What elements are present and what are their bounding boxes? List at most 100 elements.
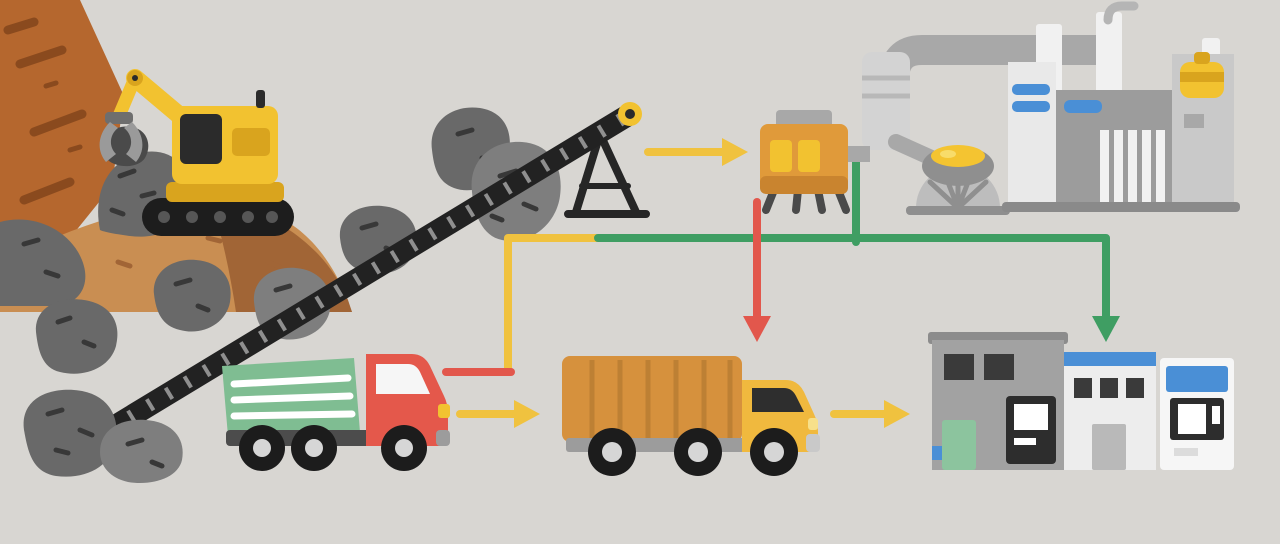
cargo-box	[562, 356, 742, 442]
crusher-hopper	[760, 110, 850, 214]
cylinder-bands	[862, 75, 910, 99]
grille-bar	[1100, 130, 1109, 202]
vending-machine	[1160, 358, 1234, 470]
cab-window	[752, 388, 804, 412]
boulder	[0, 219, 86, 306]
boulder	[35, 299, 118, 374]
store-door-green	[942, 420, 976, 470]
store-window	[1074, 378, 1092, 398]
excavator-base	[166, 182, 284, 202]
arrowhead-down-icon	[1092, 316, 1120, 342]
crusher-intake	[776, 110, 832, 128]
awning-window	[1012, 84, 1050, 95]
furnace-stand-spokes	[927, 165, 989, 211]
wheels	[239, 425, 427, 471]
storage-tank-cap	[1194, 52, 1210, 64]
track-roller	[158, 211, 170, 223]
wheel-hub	[253, 439, 271, 457]
boulder-speckles	[55, 315, 97, 349]
flow-crusher-to-cargo-truck	[743, 198, 771, 342]
arrowhead-right-icon	[884, 400, 910, 428]
flow-dump-truck-to-cargo-truck	[456, 400, 540, 428]
front-bumper	[436, 430, 450, 446]
arrowhead-right-icon	[722, 138, 748, 166]
boulder-field-front	[23, 389, 183, 484]
cliff-speckles	[43, 80, 83, 153]
conveyor-belt	[81, 103, 641, 451]
crusher-base-band	[760, 176, 848, 194]
cliff-strata-lines	[3, 17, 87, 205]
excavator-window	[180, 114, 222, 164]
furnace-base-bar	[906, 206, 1010, 215]
boulder-speckles	[21, 237, 61, 279]
store-window	[1100, 378, 1118, 398]
quarry-cliff	[0, 0, 124, 276]
wheel-hub	[602, 442, 622, 462]
factory-left-block	[1008, 62, 1056, 206]
factory-chimney	[1096, 12, 1122, 104]
vending-display	[1178, 404, 1206, 434]
grille-bar	[1142, 130, 1151, 202]
crusher-legs	[762, 186, 850, 214]
store-building-white	[1064, 352, 1156, 470]
track-roller	[214, 211, 226, 223]
molten-highlight	[940, 150, 956, 158]
wheel-hub	[688, 442, 708, 462]
track-roller	[266, 211, 278, 223]
factory-base	[1002, 202, 1240, 212]
flow-crusher-to-dump-truck	[442, 234, 606, 376]
boulder	[23, 389, 117, 477]
wheel-hub	[305, 439, 323, 457]
grille-bar	[1128, 130, 1137, 202]
headlight	[808, 418, 818, 430]
boom-joint-pin	[132, 75, 138, 81]
flow-line-yellow	[504, 234, 606, 376]
vending-sign-panel	[1166, 366, 1228, 392]
excavator	[99, 69, 294, 236]
flow-cargo-truck-to-stores	[830, 400, 910, 428]
grille-bar	[1114, 130, 1123, 202]
exhaust-pipe	[256, 90, 265, 108]
grapple-hinge	[105, 112, 133, 124]
molten-metal	[931, 145, 985, 167]
cargo-box-planks	[589, 360, 733, 438]
flow-line-green	[594, 156, 1110, 320]
cargo-truck	[562, 356, 820, 476]
grille-bar	[1156, 130, 1165, 202]
factory-blue-window	[1064, 100, 1102, 113]
track-roller	[186, 211, 198, 223]
processing-factory	[1002, 1, 1240, 212]
flow-conveyor-to-crusher	[644, 138, 748, 166]
wheel-hub	[395, 439, 413, 457]
track-rollers	[158, 211, 278, 223]
store-window	[984, 354, 1014, 380]
chimney-elbow-pipe	[1103, 1, 1139, 25]
engine-hatch	[232, 128, 270, 156]
conveyor	[81, 102, 650, 451]
crusher-hatch	[798, 140, 820, 172]
arrowhead-down-icon	[743, 316, 771, 342]
storage-tank-band	[1180, 72, 1224, 82]
atm-slot	[1014, 438, 1036, 445]
wheels	[588, 428, 798, 476]
cab-window	[376, 364, 430, 394]
atm-screen	[1014, 404, 1048, 430]
wheel-hub	[764, 442, 784, 462]
boulder-speckles	[125, 437, 165, 469]
vending-keypad	[1212, 406, 1220, 424]
boulder-speckles	[45, 407, 95, 456]
process-cylinder	[862, 52, 910, 150]
store-window	[944, 354, 974, 380]
store-door-gray	[1092, 424, 1126, 470]
vending-outlet-slot	[1174, 448, 1198, 456]
dump-truck	[222, 354, 450, 471]
crusher-hatch	[770, 140, 792, 172]
smelting-furnace	[906, 145, 1010, 215]
boulder-speckles	[109, 168, 157, 217]
store-building-gray	[928, 332, 1068, 470]
boulder	[100, 419, 183, 484]
headlight	[438, 404, 450, 418]
awning-window	[1012, 101, 1050, 112]
